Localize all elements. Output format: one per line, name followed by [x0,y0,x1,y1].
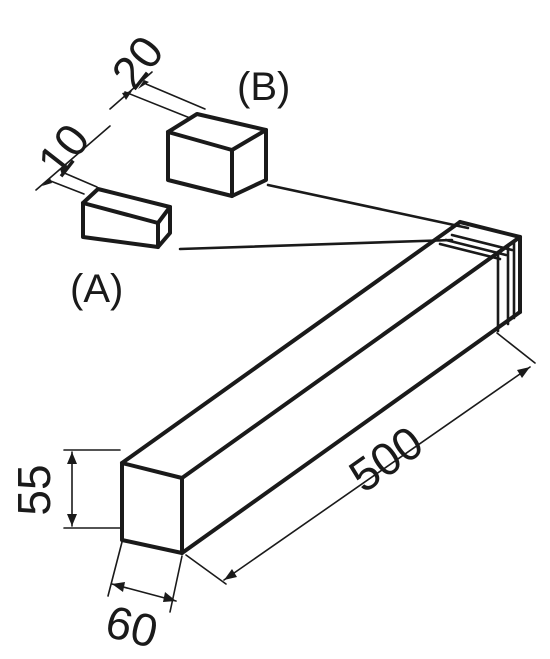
beam-front-face [120,461,184,555]
beam-top-back-edge [120,220,462,465]
piece-b-front-face [166,130,234,198]
dimension-60 [107,541,183,613]
beam-far-top-edge [458,220,522,239]
dimension-20 [109,71,206,119]
main-beam [120,220,522,555]
dimension-10 [35,125,111,195]
piece-a-front-face [81,201,160,249]
dimension-500 [185,332,536,585]
piece-a [81,187,172,249]
dimension-10-label: 10 [27,114,99,186]
piece-b-label: (B) [237,65,290,109]
dimension-55 [63,449,121,529]
dimension-60-label: 60 [101,595,163,658]
dimension-55-label: 55 [8,464,60,515]
piece-b [166,112,268,198]
piece-a-top-face [81,187,172,225]
beam-bottom-edge [180,310,522,555]
leader-line-a [178,238,454,251]
piece-a-side-face [156,205,172,249]
piece-a-label: (A) [70,267,123,311]
piece-b-side-face [230,128,268,198]
piece-b-top-face [166,112,268,152]
beam-top-front-edge [180,235,522,480]
dimension-20-label: 20 [101,26,173,98]
beam-cut-lines [438,233,516,333]
leader-line-b [266,183,470,230]
